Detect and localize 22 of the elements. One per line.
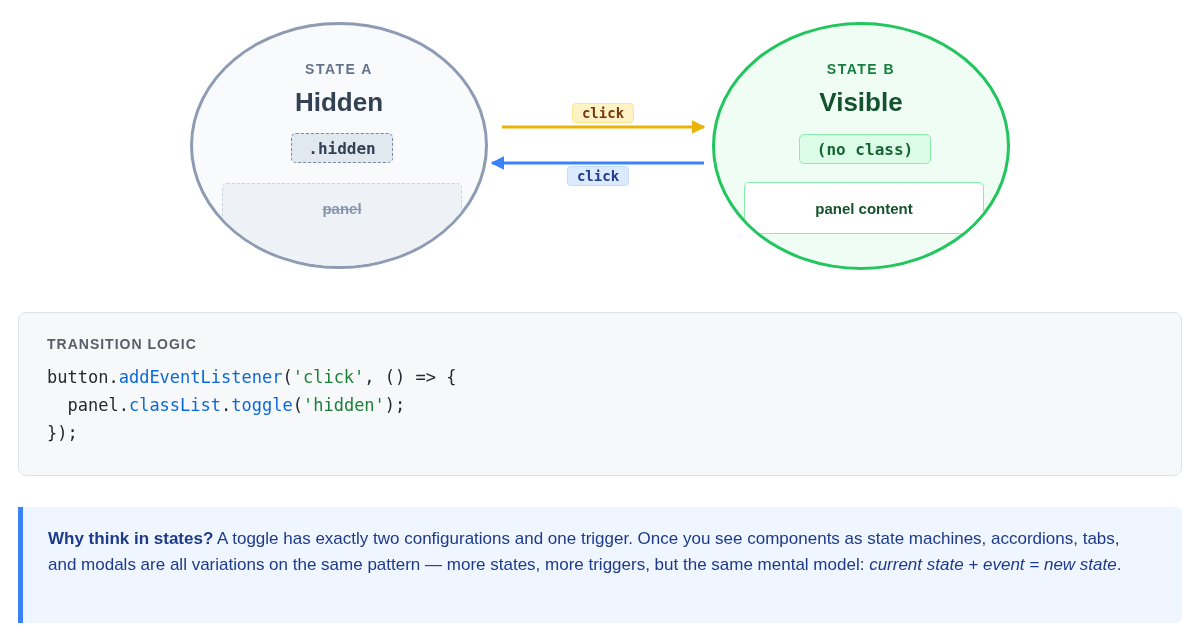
class-tag <box>799 134 931 164</box>
edge-label: click <box>571 103 635 123</box>
arrow <box>490 156 704 170</box>
code-line: button.addEventListener('click', () => { <box>47 367 457 387</box>
state-name: Hidden <box>293 87 385 118</box>
panel-box <box>744 182 984 234</box>
state-label: STATE B <box>825 61 897 77</box>
class-name: (no class) <box>816 139 914 159</box>
section-heading: TRANSITION LOGIC <box>47 336 197 352</box>
class-name: .hidden <box>308 138 376 158</box>
panel-label: panel content <box>815 199 913 217</box>
note-text: Why think in states? A toggle has exactly two configurations and one trigger. Once you see components as state machines, accordions, tabs, and modals are all variations on the same pattern — more states, more triggers, but the same mental model: current state + event = new state. <box>48 528 1122 576</box>
arrow <box>502 120 706 134</box>
panel-label: panel <box>322 200 362 217</box>
note-callout <box>18 507 1182 623</box>
class-tag <box>291 133 393 163</box>
state-label: STATE A <box>304 61 374 77</box>
code-panel <box>18 312 1182 476</box>
state-name: Visible <box>818 87 904 118</box>
edge-label: click <box>566 166 630 186</box>
code-line: panel.classList.toggle('hidden'); <box>66 395 406 415</box>
code-line: }); <box>47 423 78 443</box>
